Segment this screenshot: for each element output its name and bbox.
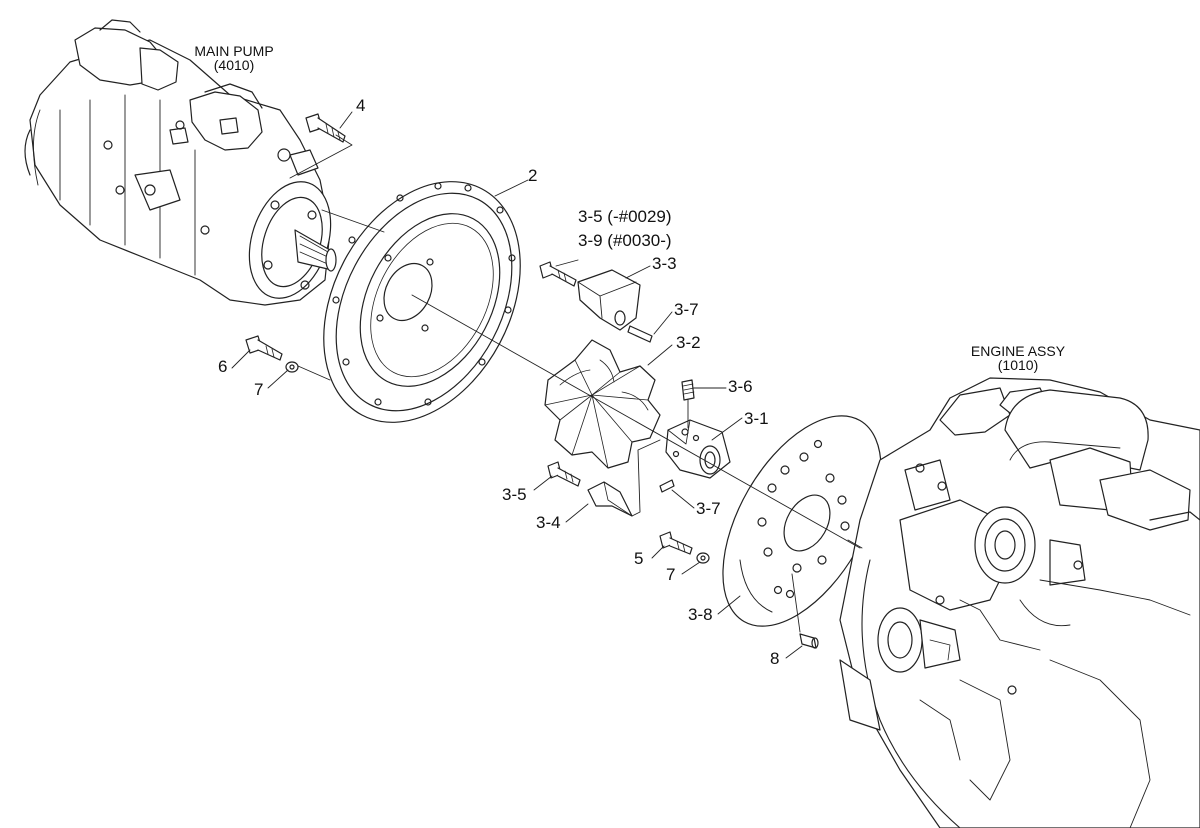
hub-3-1 bbox=[665, 419, 731, 479]
washer-7-lower bbox=[696, 552, 710, 564]
callout-2: 2 bbox=[528, 166, 538, 185]
callout-7-lower: 7 bbox=[666, 565, 676, 584]
main-pump-name: MAIN PUMP bbox=[194, 43, 274, 59]
main-pump-heading: MAIN PUMP (4010) bbox=[186, 44, 282, 72]
elastic-element-3-2 bbox=[544, 339, 661, 469]
engine-drawing bbox=[839, 377, 1200, 828]
engine-assy-name: ENGINE ASSY bbox=[970, 343, 1066, 359]
callout-7-left: 7 bbox=[254, 380, 264, 399]
callout-3-7-top: 3-7 bbox=[674, 300, 699, 319]
callout-6: 6 bbox=[218, 357, 228, 376]
main-pump-code: (4010) bbox=[213, 57, 255, 73]
callout-3-5-top: 3-5 (-#0029) bbox=[578, 207, 672, 226]
callout-3-5-lower: 3-5 bbox=[502, 485, 527, 504]
callout-3-4: 3-4 bbox=[536, 513, 561, 532]
callout-3-8: 3-8 bbox=[688, 605, 713, 624]
callout-8: 8 bbox=[770, 649, 780, 668]
leader-lines bbox=[231, 111, 863, 659]
pin-3-7-top bbox=[627, 325, 653, 343]
bolt-3-5-lower bbox=[547, 461, 581, 487]
setscrew-3-6 bbox=[681, 379, 695, 401]
callout-3-1: 3-1 bbox=[744, 409, 769, 428]
bolt-4 bbox=[305, 113, 346, 143]
callout-3-6: 3-6 bbox=[728, 377, 753, 396]
washer-7-left bbox=[285, 361, 299, 373]
main-pump-drawing bbox=[24, 19, 337, 306]
callout-3-7-lower: 3-7 bbox=[696, 499, 721, 518]
block-3-3 bbox=[577, 269, 641, 331]
flywheel-plate-2 bbox=[323, 181, 521, 423]
pin-3-7-lower bbox=[659, 479, 675, 493]
engine-assy-code: (1010) bbox=[997, 357, 1039, 373]
bolt-3-5-top bbox=[539, 261, 577, 287]
callout-3-3: 3-3 bbox=[652, 254, 677, 273]
callout-3-9: 3-9 (#0030-) bbox=[578, 231, 672, 250]
block-3-4 bbox=[587, 481, 633, 517]
pin-8 bbox=[799, 633, 819, 649]
callout-4: 4 bbox=[356, 96, 366, 115]
callout-5: 5 bbox=[634, 549, 644, 568]
engine-assy-heading: ENGINE ASSY (1010) bbox=[960, 344, 1076, 372]
bolt-5 bbox=[659, 531, 693, 555]
bolt-6 bbox=[245, 335, 283, 361]
callout-3-2: 3-2 bbox=[676, 333, 701, 352]
